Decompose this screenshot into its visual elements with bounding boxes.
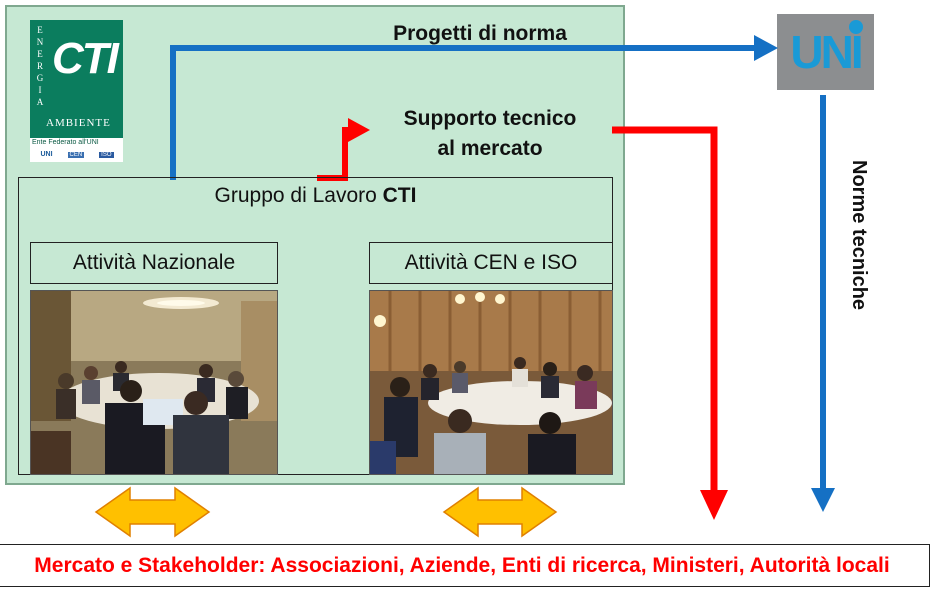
gruppo-cti-bold: CTI [382, 184, 417, 207]
uni-logo-text: UNI [790, 26, 863, 78]
stakeholder-box: Mercato e Stakeholder: Associazioni, Azi… [0, 544, 930, 587]
gruppo-lavoro-title: Gruppo di Lavoro CTI [18, 184, 613, 208]
meeting-photo-1-image [31, 291, 277, 474]
attivita-nazionale-box: Attività Nazionale [30, 242, 278, 284]
gruppo-prefix: Gruppo di Lavoro [214, 184, 383, 207]
ambiente-text: AMBIENTE [46, 117, 111, 129]
supporto-line2: al mercato [437, 137, 543, 160]
supporto-down-arrowhead-icon [700, 490, 728, 520]
cti-brand-text: CTI [52, 34, 119, 83]
iso-mark-icon: ISO [99, 151, 114, 158]
progetti-label: Progetti di norma [393, 22, 567, 45]
meeting-photo-2-image [370, 291, 612, 474]
supporto-down-arrow [612, 126, 718, 500]
progetti-arrow [170, 45, 770, 180]
cen-mark-icon: CEN [67, 151, 85, 158]
norme-tecniche-label: Norme tecniche [848, 160, 870, 311]
uni-mark-icon: UNI [40, 151, 53, 158]
attivita-cen-iso-box: Attività CEN e ISO [369, 242, 613, 284]
supporto-up-arrowhead-icon [348, 118, 370, 142]
uni-logo: UNI [777, 14, 874, 90]
double-arrow-left-icon [94, 486, 211, 538]
supporto-line1: Supporto tecnico [403, 107, 577, 130]
nazionale-meeting-photo [30, 290, 278, 475]
norme-arrowhead-icon [811, 488, 835, 512]
double-arrow-right-icon [442, 486, 558, 538]
ente-federato-text: Ente Federato all'UNI [32, 139, 99, 146]
progetti-arrowhead-icon [754, 35, 778, 61]
supporto-label: Supporto tecnico al mercato [370, 104, 610, 164]
certification-marks: UNI CEN ISO [33, 149, 121, 160]
cen-iso-meeting-photo [369, 290, 613, 475]
supporto-up-arrow [317, 127, 352, 181]
uni-logo-dot-icon [849, 20, 863, 34]
